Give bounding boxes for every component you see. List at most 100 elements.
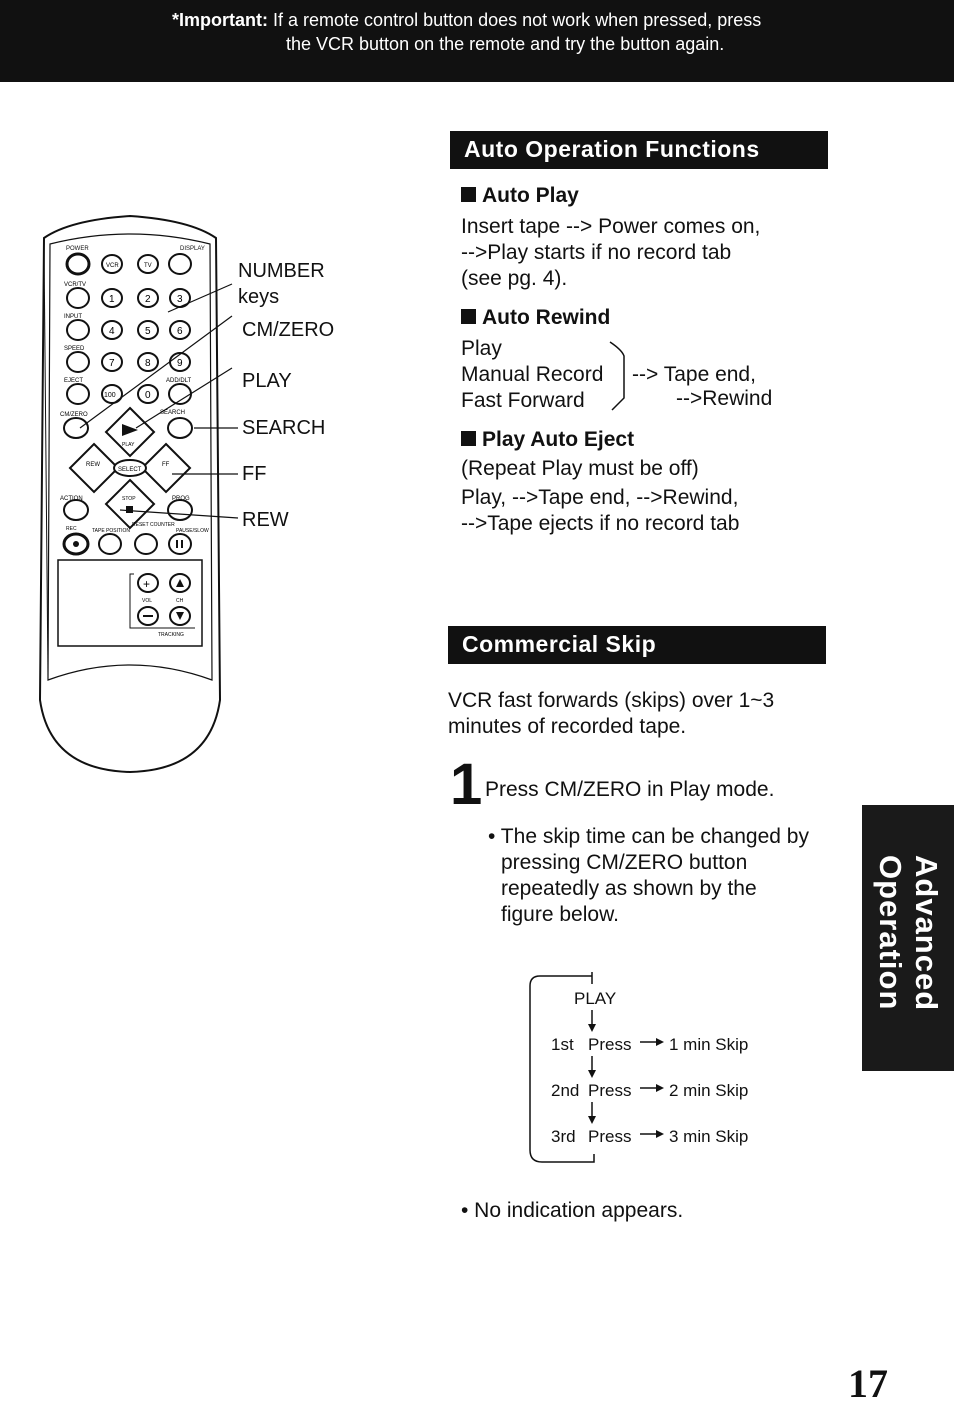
vcr-button[interactable] <box>101 254 123 274</box>
auto-operation-heading: Auto Operation Functions <box>450 131 828 169</box>
vol-text: VOL <box>142 598 152 604</box>
eject-button[interactable] <box>66 383 90 405</box>
key-0-button[interactable] <box>137 384 159 404</box>
action-button[interactable] <box>63 499 89 521</box>
key-100-button[interactable] <box>101 384 123 404</box>
banner-line-1: *Important: If a remote control button d… <box>172 10 761 31</box>
stop-button[interactable] <box>104 478 156 530</box>
button-row-2: 1 2 3 <box>66 287 191 309</box>
key-4-button[interactable] <box>101 320 123 340</box>
select-button[interactable] <box>113 459 147 477</box>
display-text: DISPLAY <box>180 246 205 252</box>
side-tab-advanced-operation: Advanced Operation <box>862 805 954 1071</box>
leader-lines <box>79 283 239 519</box>
play-auto-eject-heading-text: Play Auto Eject <box>482 428 635 451</box>
pause-icon <box>176 540 178 548</box>
ff-label: FF <box>242 463 267 485</box>
auto-rewind-result-1: --> Tape end, <box>632 363 756 386</box>
cm-zero-label: CM/ZERO <box>242 319 335 341</box>
ch-text: CH <box>176 598 184 604</box>
cm-zero-text: CM/ZERO <box>60 412 88 418</box>
important-label: *Important: <box>172 10 268 30</box>
commercial-skip-intro-2: minutes of recorded tape. <box>448 715 687 738</box>
no-indication-note: • No indication appears. <box>461 1199 684 1222</box>
diagram-row-3-press: Press <box>588 1127 632 1146</box>
play-label: PLAY <box>242 370 292 392</box>
transport-diamond: PLAY REW FF SELECT STOP <box>68 406 192 530</box>
skip-diagram <box>529 972 664 1163</box>
rew-key-text: REW <box>86 462 100 468</box>
pause-slow-button[interactable] <box>168 533 192 555</box>
plus-icon: + <box>143 577 150 591</box>
remote-control-illustration: POWER DISPLAY VCR TV VCR/TV 1 2 3 INPUT … <box>38 214 222 774</box>
key-8-text: 8 <box>145 358 151 369</box>
key-7-button[interactable] <box>101 352 123 372</box>
auto-rewind-item-fast-forward: Fast Forward <box>461 389 585 412</box>
auto-rewind-heading-text: Auto Rewind <box>482 306 611 329</box>
play-key-text: PLAY <box>122 442 135 448</box>
volume-up-button[interactable] <box>137 573 159 593</box>
auto-rewind-item-manual-record: Manual Record <box>461 363 604 386</box>
rew-label: REW <box>242 509 289 531</box>
diagram-row-2-result: 2 min Skip <box>669 1081 749 1100</box>
step-number: 1 <box>450 752 483 817</box>
banner-line-2: the VCR button on the remote and try the… <box>286 34 725 54</box>
stop-icon <box>126 506 133 513</box>
display-button[interactable] <box>168 253 192 275</box>
key-1-button[interactable] <box>101 288 123 308</box>
play-auto-eject-line-1: (Repeat Play must be off) <box>461 457 699 480</box>
counter-reset-button[interactable] <box>134 533 158 555</box>
key-6-text: 6 <box>177 326 183 337</box>
commercial-skip-intro-1: VCR fast forwards (skips) over 1~3 <box>448 689 775 712</box>
auto-play-heading-text: Auto Play <box>482 184 579 207</box>
speed-button[interactable] <box>66 351 90 373</box>
commercial-skip-heading: Commercial Skip <box>448 626 826 664</box>
key-1-text: 1 <box>109 294 115 305</box>
number-keys-label-1: NUMBER <box>238 260 325 282</box>
key-6-button[interactable] <box>169 320 191 340</box>
vcr-tv-text: VCR/TV <box>64 282 86 288</box>
key-4-text: 4 <box>109 326 115 337</box>
auto-rewind-item-play: Play <box>461 337 502 360</box>
auto-play-line-1: Insert tape --> Power comes on, <box>461 215 761 238</box>
diagram-row-2-press: Press <box>588 1081 632 1100</box>
arrowhead-right-1 <box>656 1038 664 1046</box>
rew-leader <box>119 509 239 519</box>
diagram-row-3-result: 3 min Skip <box>669 1127 749 1146</box>
step-1-text: Press CM/ZERO in Play mode. <box>485 778 775 801</box>
ff-button[interactable] <box>140 442 192 494</box>
auto-rewind-result-2: -->Rewind <box>676 387 773 410</box>
cm-zero-button[interactable] <box>63 417 89 439</box>
play-leader <box>135 367 233 429</box>
search-button[interactable] <box>167 417 193 439</box>
key-9-text: 9 <box>177 358 183 369</box>
power-button[interactable] <box>65 252 91 276</box>
side-tab-line-1: Advanced <box>909 855 944 1012</box>
tv-key-text: TV <box>144 263 152 269</box>
key-2-text: 2 <box>145 294 151 305</box>
number-keys-label-2: keys <box>238 286 280 308</box>
ff-key-text: FF <box>162 462 170 468</box>
search-label: SEARCH <box>242 417 326 439</box>
input-button[interactable] <box>66 319 90 341</box>
key-2-button[interactable] <box>137 288 159 308</box>
prog-text: PROG <box>172 496 190 502</box>
banner-text-1: If a remote control button does not work… <box>273 10 762 30</box>
auto-play-heading: Auto Play <box>461 184 579 208</box>
arrowhead-down-1 <box>588 1024 596 1032</box>
tv-button[interactable] <box>137 254 159 274</box>
arrowhead-down-3 <box>588 1116 596 1124</box>
vcr-key-text: VCR <box>106 263 119 269</box>
key-8-button[interactable] <box>137 352 159 372</box>
arrowhead-down-2 <box>588 1070 596 1078</box>
pause-slow-text: PAUSE/SLOW <box>176 528 209 534</box>
bullet-line-4: figure below. <box>501 903 619 926</box>
bullet-line-2: pressing CM/ZERO button <box>501 851 748 874</box>
bullet-line-1: • The skip time can be changed by <box>488 825 809 848</box>
square-bullet-icon <box>461 187 476 202</box>
vcr-tv-button[interactable] <box>66 287 90 309</box>
key-5-button[interactable] <box>137 320 159 340</box>
tape-position-button[interactable] <box>98 533 122 555</box>
side-tab-line-2: Operation <box>873 855 908 1011</box>
rew-button[interactable] <box>68 442 120 494</box>
